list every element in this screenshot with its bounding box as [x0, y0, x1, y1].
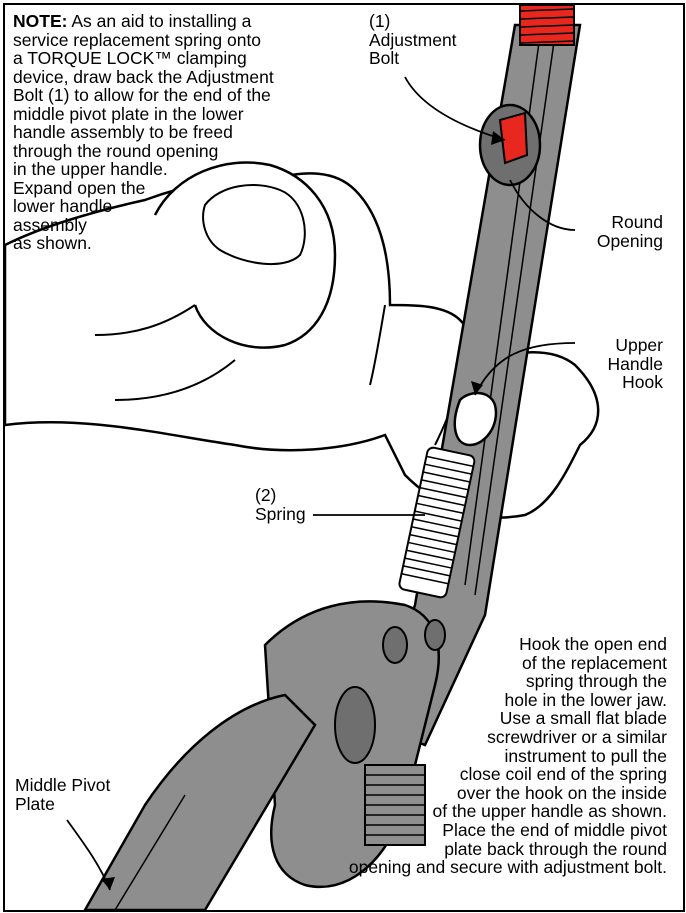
instructions-text: Hook the open end of the replacement spr… [237, 635, 667, 877]
adjustment-bolt-illustration [500, 113, 527, 163]
note-text: NOTE: As an aid to installing a service … [13, 12, 343, 253]
spring-label: (2) Spring [255, 486, 306, 523]
round-opening-label: Round Opening [597, 213, 663, 250]
middle-pivot-plate-label: Middle Pivot Plate [15, 776, 110, 813]
illustration-frame: NOTE: As an aid to installing a service … [3, 3, 685, 912]
upper-handle-hook-label: Upper Handle Hook [608, 336, 663, 392]
note-lead: NOTE: [13, 11, 67, 31]
adjustment-bolt-label: (1) Adjustment Bolt [369, 12, 457, 68]
note-body: As an aid to installing a service replac… [13, 11, 274, 253]
adjustment-rod-illustration [520, 5, 574, 45]
